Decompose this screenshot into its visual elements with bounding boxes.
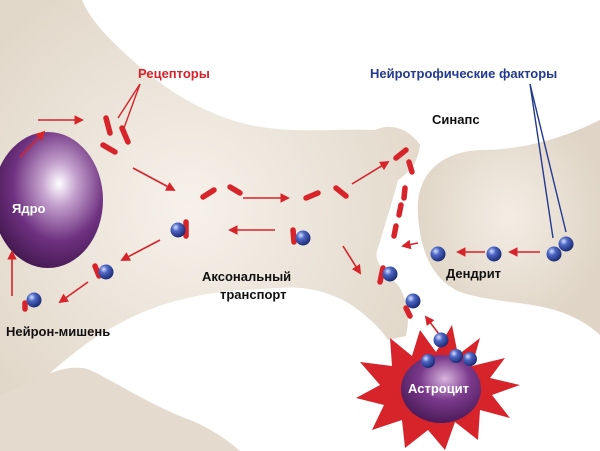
factor [558, 236, 574, 252]
factor [430, 246, 446, 262]
factor [433, 332, 449, 348]
neuron-body [0, 0, 420, 451]
arrow [132, 167, 176, 191]
receptor [103, 115, 113, 136]
factor-pointer [529, 83, 554, 239]
arrow [19, 130, 46, 158]
axonal-transport-label: Аксональный транспорт [202, 269, 295, 302]
factor [295, 230, 311, 246]
receptor [100, 142, 118, 155]
receptor [393, 147, 409, 161]
arrow [351, 160, 390, 185]
factor-pointer [529, 83, 567, 233]
dendrite-label: Дендрит [446, 266, 501, 281]
receptors-label: Рецепторы [138, 66, 210, 81]
receptors [22, 115, 415, 319]
dendrite-cell [417, 120, 600, 335]
arrow [401, 239, 419, 250]
transport-arrows [7, 115, 540, 339]
neurotrophic-factors-label: Нейротрофические факторы [370, 66, 557, 81]
axonal-transport-line-1: Аксональный [202, 269, 291, 284]
receptor [333, 185, 349, 199]
receptor [227, 184, 243, 196]
axonal-transport-line-2: транспорт [220, 287, 287, 302]
factor [449, 349, 463, 363]
nucleus [0, 132, 103, 268]
synapse-label: Синапс [432, 112, 480, 127]
factor [98, 264, 114, 280]
nucleus-label: Ядро [12, 201, 46, 216]
factor [382, 266, 398, 282]
astrocyte [356, 325, 520, 450]
arrow [342, 245, 362, 275]
receptor [391, 223, 399, 239]
factor [463, 352, 477, 366]
receptor [396, 202, 404, 218]
factor [170, 222, 186, 238]
label-pointers [117, 83, 567, 239]
neurotrophic-factors [26, 222, 574, 368]
receptor [403, 305, 413, 319]
receptor [377, 265, 386, 285]
factor [486, 246, 502, 262]
receptor [119, 125, 131, 145]
factor [26, 292, 42, 308]
receptor [303, 190, 321, 201]
factor [421, 354, 435, 368]
factor [405, 293, 421, 309]
receptor [200, 187, 217, 200]
factor [546, 246, 562, 262]
receptor [401, 185, 408, 201]
receptor [92, 263, 102, 279]
receptor-pointer [123, 83, 141, 129]
arrow [120, 239, 161, 261]
receptor-pointer [117, 83, 141, 119]
receptor [406, 159, 415, 175]
astrocyte-label: Астроцит [408, 381, 469, 396]
arrow [58, 281, 89, 304]
target-neuron-label: Нейрон-мишень [6, 324, 110, 339]
receptor [290, 227, 297, 245]
